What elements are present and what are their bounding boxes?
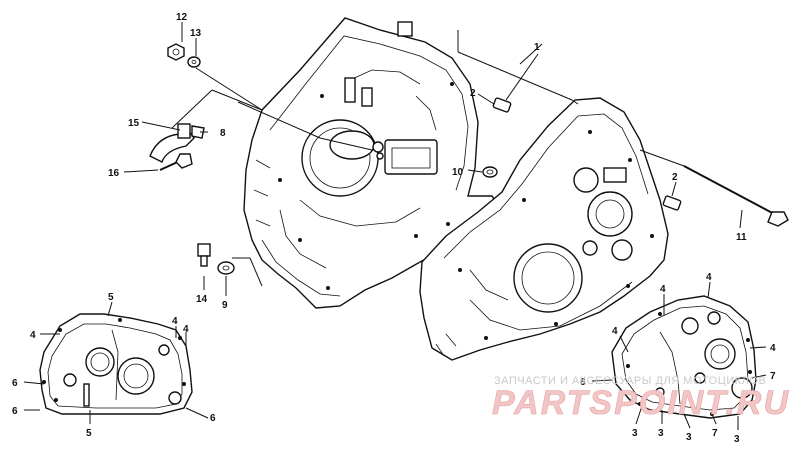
callout-4: 4	[183, 324, 189, 335]
callout-5: 5	[108, 292, 114, 303]
callout-6: 6	[12, 378, 18, 389]
callout-6: 6	[580, 377, 586, 388]
breather-tube-15	[149, 123, 195, 163]
callout-labels: 1 2 2 3 3 3 3 4 4 4 4 4 4 4 5 5 6 6 6 6 …	[12, 12, 776, 445]
callout-4: 4	[706, 272, 712, 283]
callout-9: 9	[222, 300, 228, 311]
callout-4: 4	[612, 326, 618, 337]
callout-12: 12	[176, 12, 188, 23]
leader-lines	[171, 30, 685, 287]
drain-bolt-14	[197, 243, 211, 267]
callout-15: 15	[128, 118, 140, 129]
callout-11: 11	[736, 232, 747, 243]
callout-13: 13	[190, 28, 202, 39]
callout-6: 6	[210, 413, 216, 424]
clip-8	[191, 125, 205, 139]
callout-3: 3	[686, 432, 692, 443]
callout-3: 3	[632, 428, 638, 439]
callout-2: 2	[672, 172, 678, 183]
callout-leaders	[23, 22, 767, 430]
callout-4: 4	[30, 330, 36, 341]
dowel-pin-2-upper	[492, 97, 512, 113]
right-crankcase-half	[419, 97, 669, 361]
watermark-brand: PARTSPOINT.RU	[492, 384, 790, 422]
callout-1: 1	[534, 42, 540, 53]
callout-4: 4	[660, 284, 666, 295]
left-crankcase-half	[243, 17, 501, 309]
washer-9	[217, 261, 235, 275]
watermark-caption: ЗАПЧАСТИ И АКСЕССУАРЫ ДЛЯ МОТОЦИКЛОВ	[494, 375, 766, 387]
dowel-pin-2-right	[662, 195, 682, 211]
callout-3: 3	[734, 434, 740, 445]
callout-3: 3	[658, 428, 664, 439]
callout-10: 10	[452, 167, 464, 178]
callout-14: 14	[196, 294, 208, 305]
callout-4: 4	[770, 343, 776, 354]
oring-10	[482, 166, 498, 178]
callout-7: 7	[712, 428, 718, 439]
right-cover-gasket	[611, 295, 757, 419]
callout-2: 2	[470, 88, 476, 99]
stud-bolt-11	[683, 165, 789, 227]
callout-16: 16	[108, 168, 120, 179]
callout-6: 6	[12, 406, 18, 417]
callout-8: 8	[220, 128, 226, 139]
watermark: ЗАПЧАСТИ И АКСЕССУАРЫ ДЛЯ МОТОЦИКЛОВ PAR…	[492, 375, 790, 422]
nut-12	[167, 43, 185, 61]
callout-7: 7	[770, 371, 776, 382]
washer-13	[187, 56, 201, 68]
left-cover-gasket	[39, 313, 193, 415]
callout-4: 4	[172, 316, 178, 327]
bolt-16	[159, 153, 193, 171]
callout-5: 5	[86, 428, 92, 439]
